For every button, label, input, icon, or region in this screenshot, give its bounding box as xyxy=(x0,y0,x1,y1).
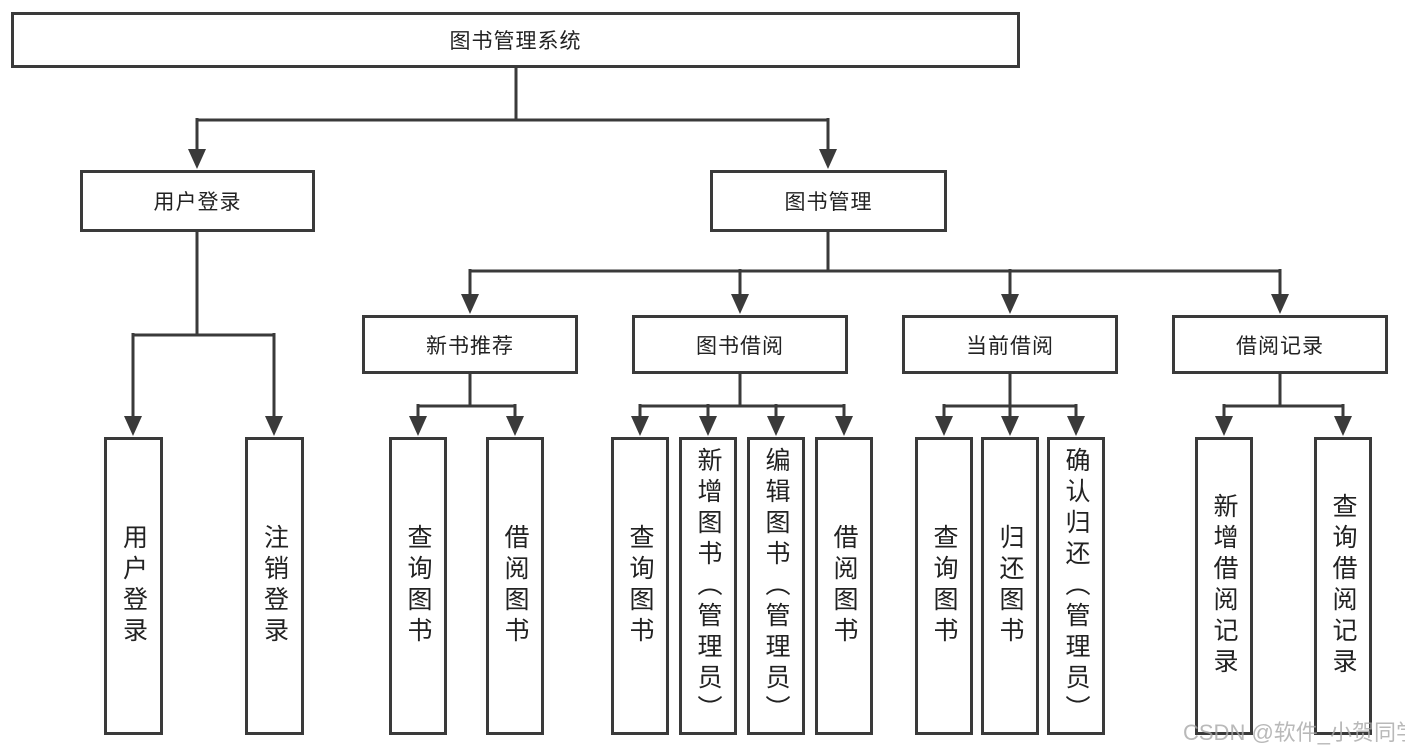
leaf-user-login: 用户登录 xyxy=(104,437,163,735)
leaf-query-books-current: 查询图书 xyxy=(915,437,973,735)
leaf-add-borrow-record: 新增借阅记录 xyxy=(1195,437,1253,735)
node-book-management-system: 图书管理系统 xyxy=(11,12,1020,68)
node-user-login: 用户登录 xyxy=(80,170,315,232)
node-book-borrow: 图书借阅 xyxy=(632,315,848,374)
node-new-book-recommend: 新书推荐 xyxy=(362,315,578,374)
leaf-borrow-books: 借阅图书 xyxy=(815,437,873,735)
leaf-logout-login: 注销登录 xyxy=(245,437,304,735)
node-borrow-records: 借阅记录 xyxy=(1172,315,1388,374)
node-book-management: 图书管理 xyxy=(710,170,947,232)
csdn-watermark: CSDN @软件_小贺同学 xyxy=(1183,720,1405,745)
leaf-query-books-borrow: 查询图书 xyxy=(611,437,669,735)
leaf-edit-books-admin: 编辑图书（管理员） xyxy=(747,437,805,735)
leaf-add-books-admin: 新增图书（管理员） xyxy=(679,437,737,735)
leaf-query-borrow-record: 查询借阅记录 xyxy=(1314,437,1372,735)
leaf-query-books-recommend: 查询图书 xyxy=(389,437,447,735)
leaf-return-books: 归还图书 xyxy=(981,437,1039,735)
leaf-confirm-return-admin: 确认归还（管理员） xyxy=(1047,437,1105,735)
leaf-borrow-books-recommend: 借阅图书 xyxy=(486,437,544,735)
node-current-borrow: 当前借阅 xyxy=(902,315,1118,374)
